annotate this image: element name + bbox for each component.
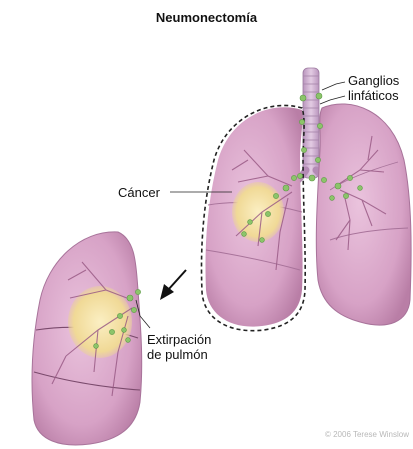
lymph-nodes-label-line-1: Ganglios <box>348 73 399 88</box>
lung-removal-label-line-1: Extirpación <box>147 332 211 347</box>
lymph-nodes-label-line-2: linfáticos <box>348 88 399 103</box>
remaining-lung <box>316 104 411 325</box>
extracted-lung <box>32 232 142 445</box>
lung-removal-label: Extirpación de pulmón <box>147 332 211 362</box>
lung-removal-label-line-2: de pulmón <box>147 347 211 362</box>
copyright-credit: © 2006 Terese Winslow <box>325 430 409 439</box>
page-title: Neumonectomía <box>0 10 413 25</box>
cancer-label: Cáncer <box>118 185 160 200</box>
removed-lung-outline <box>202 105 306 330</box>
lymph-nodes-label: Ganglios linfáticos <box>348 73 399 103</box>
removal-arrow <box>160 270 186 300</box>
